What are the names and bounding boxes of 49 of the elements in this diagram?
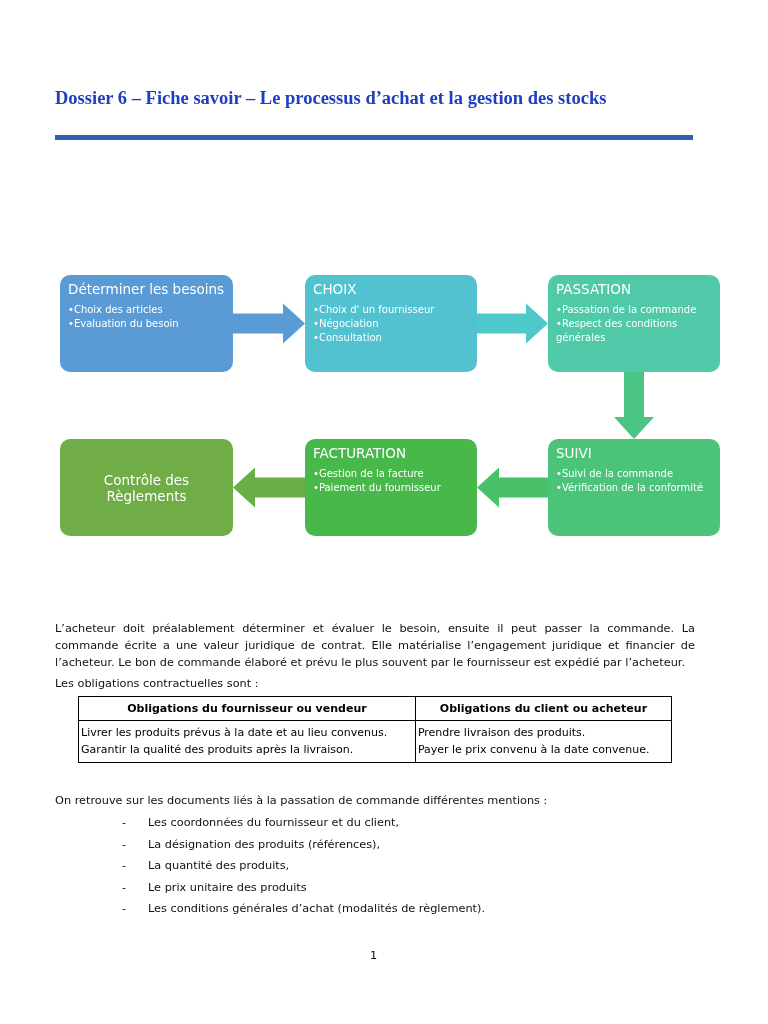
intro-text: Les obligations contractuelles sont : xyxy=(55,676,259,692)
bullet-item: •Paiement du fournisseur xyxy=(313,481,442,495)
intro-text: On retrouve sur les documents liés à la passation de commande différentes mentions : xyxy=(55,793,548,809)
bullet-item: •Négociation xyxy=(313,317,380,331)
list-item: Le prix unitaire des produits xyxy=(148,879,307,896)
process-box xyxy=(305,439,477,536)
box-heading: CHOIX xyxy=(313,281,358,297)
block-arrow xyxy=(233,303,305,344)
process-box xyxy=(305,275,477,372)
bullet-item: •Evaluation du besoin xyxy=(68,317,180,331)
box-heading: FACTURATION xyxy=(313,445,408,461)
block-arrow xyxy=(614,372,654,439)
page-number: 1 xyxy=(370,948,378,964)
list-item: La désignation des produits (références), xyxy=(148,836,381,853)
box-heading: Contrôle des Règlements xyxy=(102,471,191,504)
block-arrow xyxy=(477,467,548,508)
bullet-item: •Suivi de la commande xyxy=(556,467,675,481)
list-dash: - xyxy=(122,815,127,831)
bullet-item: •Respect des conditions générales xyxy=(556,317,679,345)
header-cell: Obligations du fournisseur ou vendeur xyxy=(78,696,416,721)
block-arrow xyxy=(477,303,548,344)
box-heading: SUIVI xyxy=(556,445,593,461)
table-cell: Garantir la qualité des produits après la livraison. xyxy=(78,741,416,763)
process-box xyxy=(60,275,233,372)
bullet-item: •Passation de la commande xyxy=(556,303,698,317)
box-heading: PASSATION xyxy=(556,281,633,297)
bullet-item: •Vérification de la conformité xyxy=(556,481,705,495)
list-dash: - xyxy=(122,879,127,896)
box-heading: Déterminer les besoins xyxy=(68,281,225,297)
list-dash: - xyxy=(122,858,127,874)
block-arrow xyxy=(233,467,305,508)
process-box xyxy=(548,275,720,372)
process-box xyxy=(548,439,720,536)
list-dash: - xyxy=(122,836,127,853)
page-title: Dossier 6 – Fiche savoir – Le processus d’achat et la gestion des stocks xyxy=(55,88,608,109)
bullet-item: •Choix d' un fournisseur xyxy=(313,303,436,317)
header-cell: Obligations du client ou acheteur xyxy=(415,696,672,721)
table-cell: Livrer les produits prévus à la date et au lieu convenus. xyxy=(78,720,416,741)
bullet-item: •Consultation xyxy=(313,331,383,345)
bullet-item: •Choix des articles xyxy=(68,303,164,317)
list-item: Les coordonnées du fournisseur et du client, xyxy=(148,815,400,831)
table-cell: Prendre livraison des produits. xyxy=(415,720,672,741)
process-box xyxy=(60,439,233,536)
table-cell: Payer le prix convenu à la date convenue. xyxy=(415,741,672,763)
bullet-item: •Gestion de la facture xyxy=(313,467,425,481)
paragraph: L’acheteur doit préalablement déterminer et évaluer le besoin, ensuite il peut passer la commande. La commande écrite a une valeur juridique de contrat. Elle matérialise l’engagement juridique et financier de l’acheteur. Le bon de commande élaboré et prévu le plus souvent par le fournisseur est expédié par l’acheteur. xyxy=(55,621,695,671)
list-item: Les conditions générales d’achat (modalités de règlement). xyxy=(148,901,485,917)
list-item: La quantité des produits, xyxy=(148,858,290,874)
list-dash: - xyxy=(122,901,127,917)
